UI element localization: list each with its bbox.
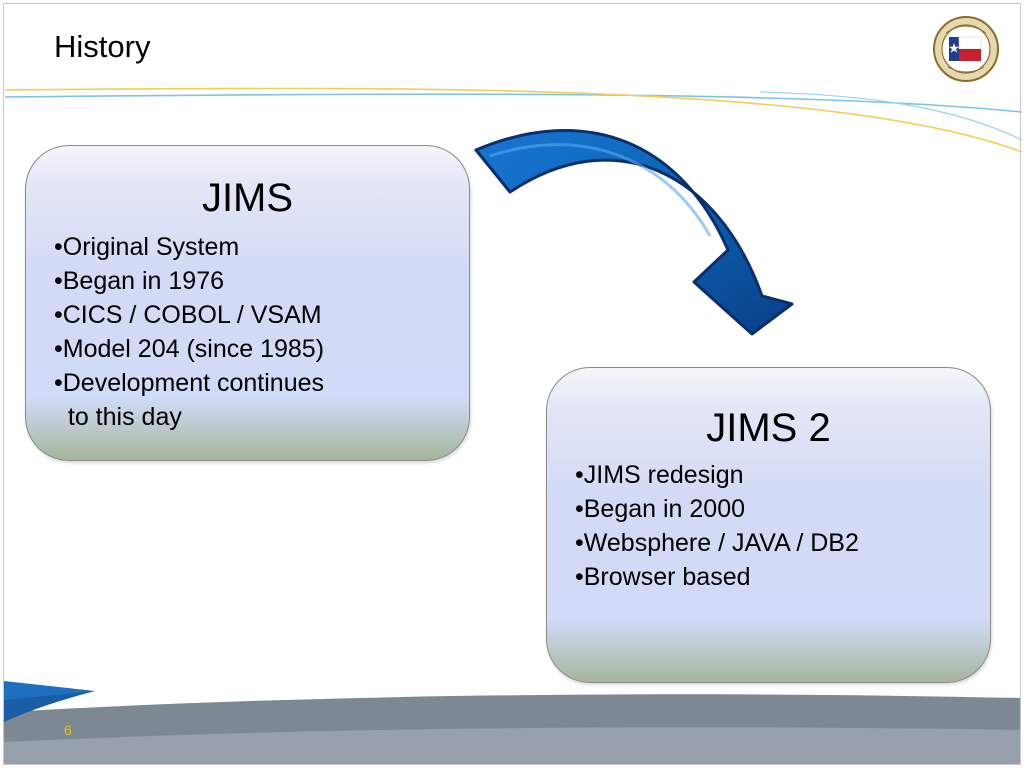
- list-item: •Development continues: [54, 369, 325, 397]
- footer-band-blue-dark: [4, 691, 95, 722]
- footer-band-light: [4, 727, 1020, 764]
- jims-bullet-list: •Original System •Began in 1976 •CICS / …: [54, 230, 324, 434]
- slide-title: History: [54, 29, 151, 64]
- jims2-bullet-list: •JIMS redesign •Began in 2000 •Websphere…: [575, 458, 859, 594]
- header-line-gold: [4, 87, 1023, 153]
- list-item: to this day: [54, 403, 182, 431]
- jims2-heading: JIMS 2: [706, 406, 831, 450]
- header-line-blue-2: [759, 91, 1023, 141]
- curved-arrow-icon: [474, 129, 794, 336]
- list-item: •CICS / COBOL / VSAM: [54, 301, 322, 329]
- jims-heading: JIMS: [201, 176, 294, 220]
- list-item: •Began in 1976: [54, 267, 225, 295]
- jims-box: JIMS •Original System •Began in 1976 •CI…: [25, 145, 470, 461]
- jims2-box: JIMS 2 •JIMS redesign •Began in 2000 •We…: [546, 367, 991, 683]
- list-item: •Websphere / JAVA / DB2: [575, 529, 859, 557]
- list-item: •Original System: [54, 233, 240, 261]
- list-item: •Model 204 (since 1985): [54, 335, 325, 363]
- county-seal-icon: [933, 16, 999, 82]
- list-item: •Began in 2000: [575, 495, 746, 523]
- list-item: •JIMS redesign: [575, 461, 744, 489]
- list-item: •Browser based: [575, 563, 751, 591]
- page-number: 6: [64, 722, 72, 738]
- header-line-blue: [4, 93, 1023, 113]
